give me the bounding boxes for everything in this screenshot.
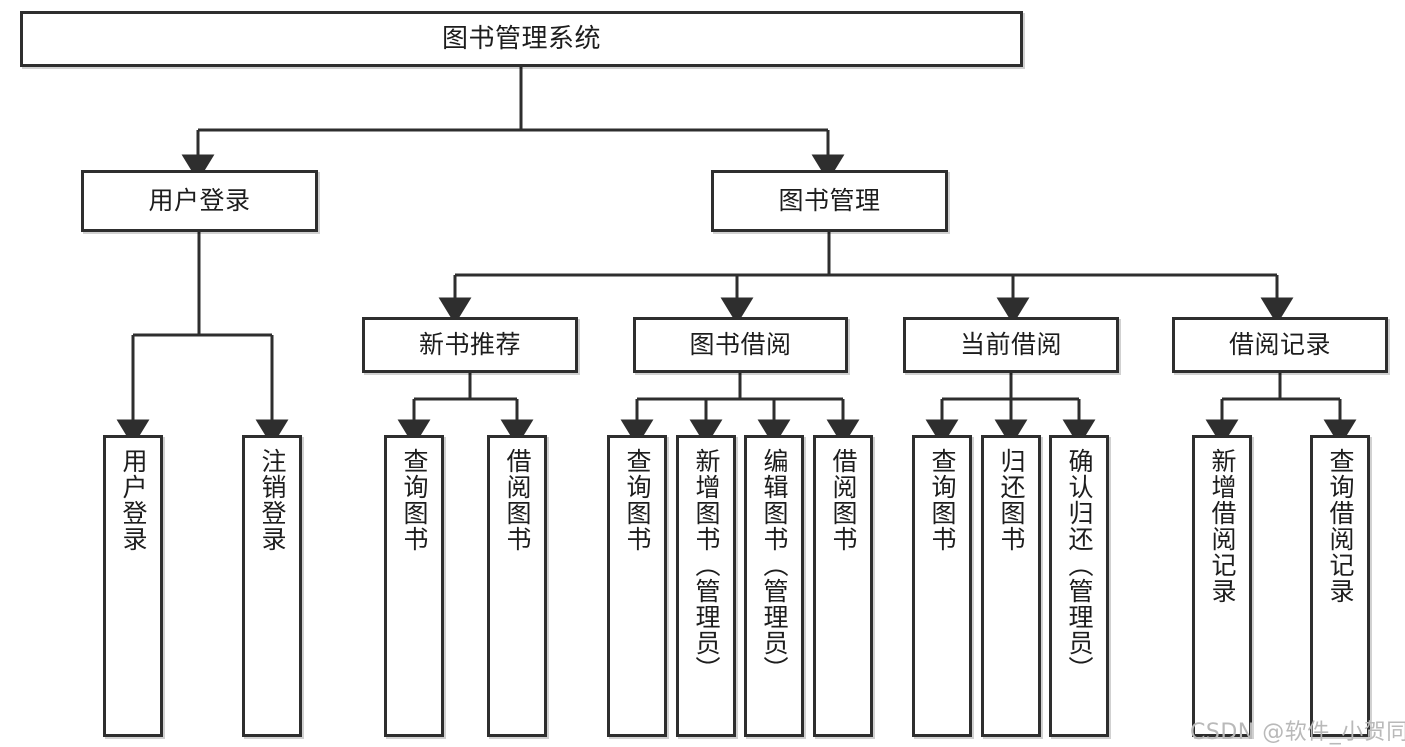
- node-label: 用户登录: [148, 186, 251, 216]
- leaf-recommend-query-book[interactable]: 查询图书: [384, 435, 444, 737]
- node-label: 借阅记录: [1228, 330, 1331, 360]
- node-label: 新增借阅记录: [1208, 448, 1237, 604]
- node-label: 新书推荐: [418, 330, 521, 360]
- node-label: 新增图书（管理员）: [692, 448, 721, 682]
- node-label: 用户登录: [119, 448, 148, 552]
- node-label: 归还图书: [997, 448, 1026, 552]
- leaf-user-login-login[interactable]: 用户登录: [103, 435, 163, 737]
- leaf-recommend-borrow-book[interactable]: 借阅图书: [487, 435, 547, 737]
- node-label: 图书管理: [778, 186, 881, 216]
- node-user-login[interactable]: 用户登录: [81, 170, 318, 232]
- node-book-management[interactable]: 图书管理: [711, 170, 948, 232]
- node-borrow-record[interactable]: 借阅记录: [1172, 317, 1388, 373]
- node-label: 确认归还（管理员）: [1065, 448, 1094, 682]
- leaf-current-return-book[interactable]: 归还图书: [981, 435, 1041, 737]
- node-new-book-recommend[interactable]: 新书推荐: [362, 317, 578, 373]
- node-root-system[interactable]: 图书管理系统: [20, 11, 1023, 67]
- node-label: 查询借阅记录: [1326, 448, 1355, 604]
- node-book-borrow[interactable]: 图书借阅: [633, 317, 848, 373]
- csdn-watermark: CSDN @软件_小贺同学: [1190, 720, 1405, 745]
- leaf-current-query-book[interactable]: 查询图书: [912, 435, 972, 737]
- leaf-borrow-edit-book-admin[interactable]: 编辑图书（管理员）: [744, 435, 804, 737]
- node-current-borrow[interactable]: 当前借阅: [903, 317, 1119, 373]
- node-label: 注销登录: [258, 448, 287, 552]
- node-label: 当前借阅: [959, 330, 1062, 360]
- leaf-record-add-record[interactable]: 新增借阅记录: [1192, 435, 1252, 737]
- leaf-borrow-query-book[interactable]: 查询图书: [607, 435, 667, 737]
- node-label: 图书管理系统: [441, 23, 601, 54]
- node-label: 编辑图书（管理员）: [760, 448, 789, 682]
- node-label: 借阅图书: [503, 448, 532, 552]
- leaf-borrow-add-book-admin[interactable]: 新增图书（管理员）: [676, 435, 736, 737]
- node-label: 查询图书: [400, 448, 429, 552]
- node-label: 查询图书: [623, 448, 652, 552]
- leaf-current-confirm-return-admin[interactable]: 确认归还（管理员）: [1049, 435, 1109, 737]
- node-label: 查询图书: [928, 448, 957, 552]
- leaf-borrow-borrow-book[interactable]: 借阅图书: [813, 435, 873, 737]
- node-label: 图书借阅: [689, 330, 792, 360]
- node-label: 借阅图书: [829, 448, 858, 552]
- leaf-user-login-logout[interactable]: 注销登录: [242, 435, 302, 737]
- leaf-record-query-record[interactable]: 查询借阅记录: [1310, 435, 1370, 737]
